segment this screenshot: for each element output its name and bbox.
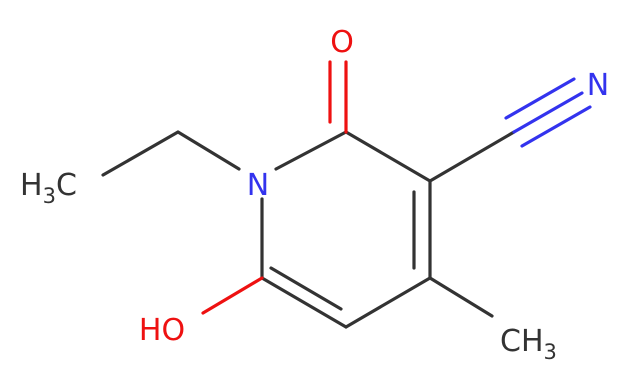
ethyl-methyl-c: C	[56, 168, 77, 203]
bonds	[101, 130, 516, 329]
bond-c4-c5	[344, 276, 432, 329]
ethyl-methyl-label: H3C	[20, 168, 77, 208]
bond-c6-oh	[201, 276, 264, 315]
bond-ethyl-ch2-n	[176, 130, 241, 171]
hetero-bonds	[201, 60, 592, 315]
bond-c4-methyl	[428, 276, 494, 318]
bond-c5-c6	[260, 276, 348, 329]
carbonyl-oxygen-label: O	[330, 25, 354, 60]
ethyl-methyl-subscript: 3	[43, 184, 56, 208]
bond-ethyl-ch3-ch2	[101, 130, 180, 177]
bond-n-c2	[274, 130, 348, 171]
ethyl-methyl-h: H	[20, 168, 43, 203]
bond-cn-triple-c	[520, 105, 592, 148]
nitrile-nitrogen-label: N	[587, 68, 609, 103]
ring-methyl-subscript: 3	[544, 340, 557, 364]
bond-c2-c3	[344, 130, 432, 183]
bond-cn-triple-b	[504, 77, 576, 120]
bond-cn-triple-a	[512, 91, 584, 134]
bond-c3-cn	[428, 130, 516, 183]
bond-c5-c6-inner	[269, 266, 343, 311]
ring-methyl-ch: CH	[500, 324, 544, 359]
ring-nitrogen-label: N	[247, 168, 269, 203]
hydroxyl-label: HO	[139, 313, 185, 348]
ring-methyl-label: CH3	[500, 324, 557, 364]
